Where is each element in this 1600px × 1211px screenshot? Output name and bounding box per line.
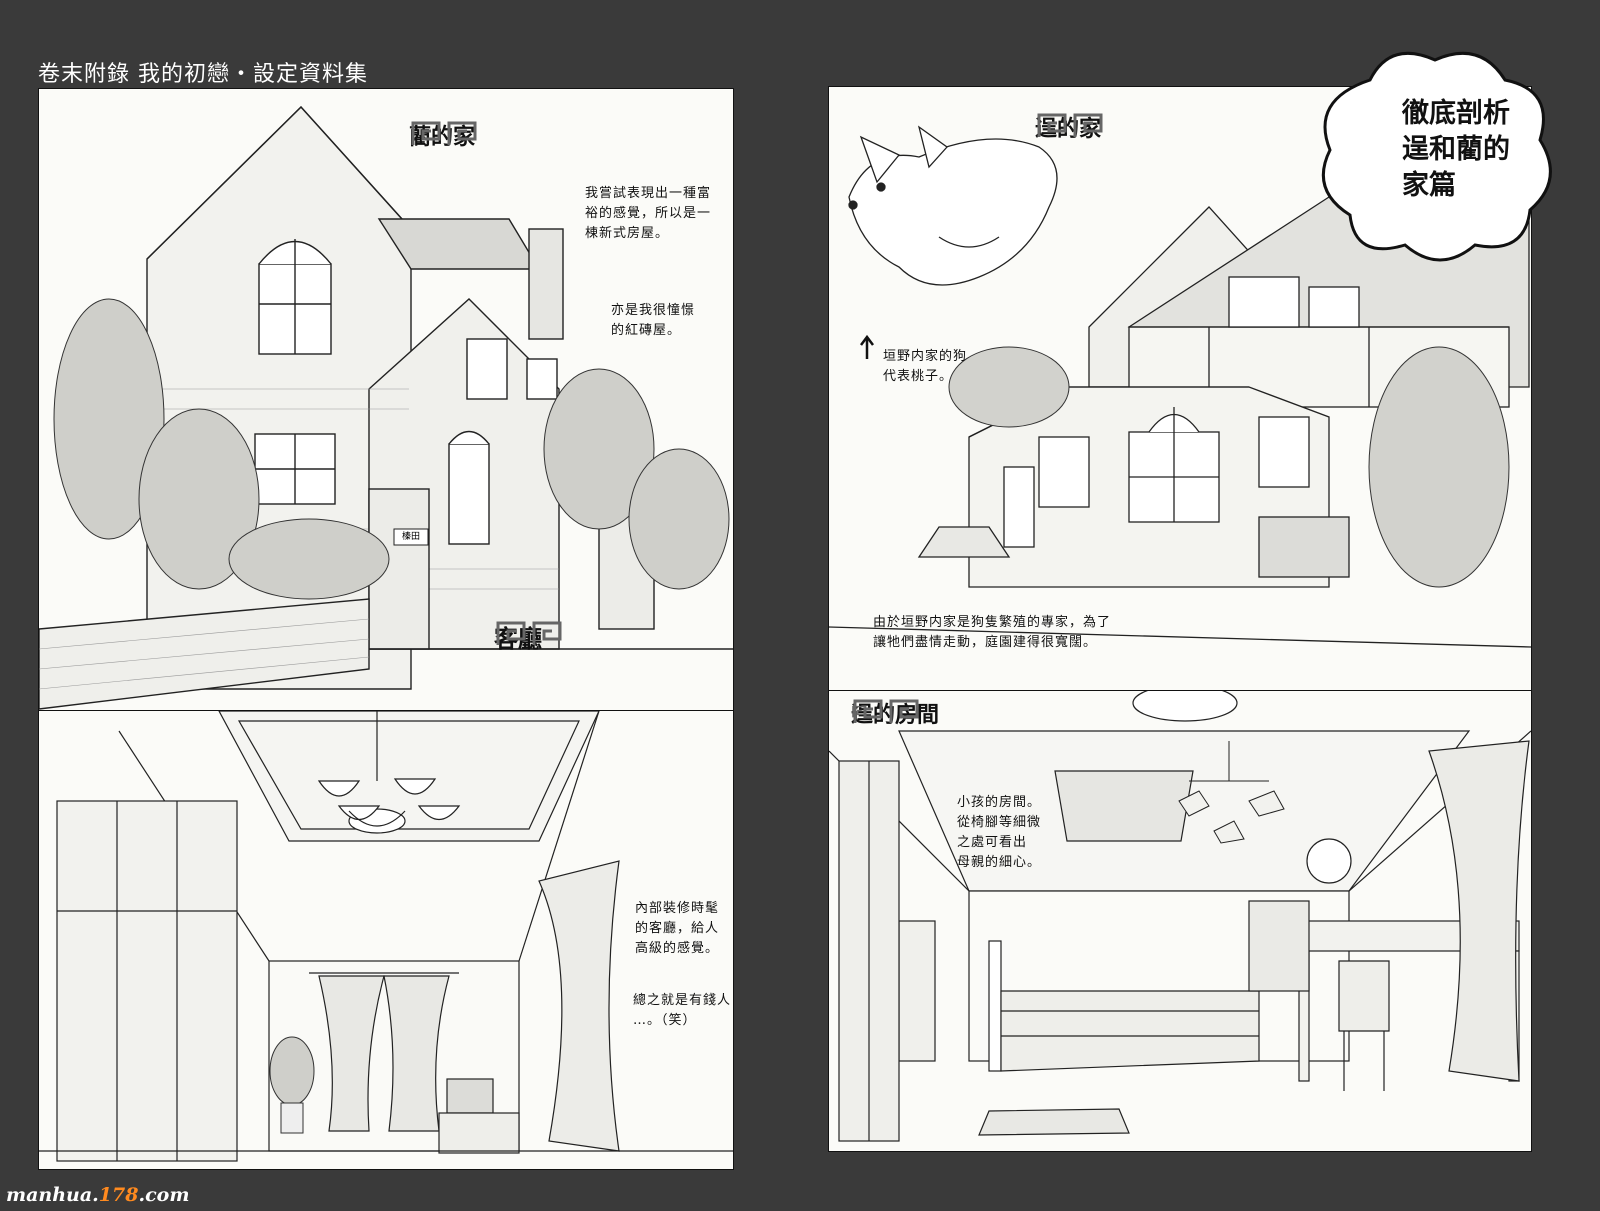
living-room-note-2: 總之就是有錢人 …。（笑） [633,993,732,1028]
chi-house-title-text: 逞的家 [1035,116,1102,142]
ran-house-note-1: 我嘗試表現出一種富 裕的感覺，所以是一 棟新式房屋。 [585,186,712,241]
meander-ornament-icon [411,121,477,145]
watermark-domain: manhua. [6,1184,99,1206]
ran-house-panel: 榛田 藺的家 我嘗試表現出一種富 裕的感覺，所以是一 棟新式房屋。 亦是我很憧憬… [38,88,734,712]
chi-room-title: 逞的房間 [851,697,939,729]
site-watermark: manhua.178.com [6,1184,189,1206]
cloud-bubble [1321,51,1552,262]
chi-house-illustration [829,125,1531,648]
ran-house-title: 藺的家 [409,119,477,151]
meander-ornament-icon [852,705,867,718]
ran-house-title-text: 藺的家 [409,124,476,150]
chandelier-icon [317,711,461,834]
up-arrow-icon [860,334,874,359]
chi-room-illustration [829,691,1531,1142]
nameplate: 榛田 [401,532,420,542]
chi-house-title: 逞的家 [1035,111,1103,143]
ran-house-note-2: 亦是我很憧憬 的紅磚屋。 [611,303,696,338]
meander-ornament-icon [496,621,562,645]
living-room-panel: 內部裝修時髦 的客廳，給人 高級的感覺。 總之就是有錢人 …。（笑） [38,710,734,1170]
cloud-label: 徹底剖析 逞和藺的 家篇 [1402,98,1510,201]
chi-house-note: 由於垣野内家是狗隻繁殖的專家，為了 讓牠們盡情走動，庭園建得很寬闊。 [873,615,1112,650]
watermark-suffix: .com [138,1184,190,1206]
living-room-note-1: 內部裝修時髦 的客廳，給人 高級的感覺。 [635,901,720,956]
meander-ornament-icon [1037,113,1103,137]
living-room-title: 客廳 [494,619,562,654]
page-header: 卷末附錄 我的初戀・設定資料集 [38,62,368,87]
watermark-number: 178 [98,1184,139,1206]
living-room-illustration [39,711,733,1162]
dinosaur-mobile-icon [1178,741,1285,844]
dog-illustration [848,125,1058,286]
chi-room-panel: 逞的房間 小孩的房間。 從椅腳等細微 之處可看出 母親的細心。 [828,690,1532,1152]
chi-room-note: 小孩的房間。 從椅腳等細微 之處可看出 母親的細心。 [957,795,1042,870]
dog-note: 垣野内家的狗 代表桃子。 [883,349,968,384]
ran-house-illustration [39,105,733,710]
